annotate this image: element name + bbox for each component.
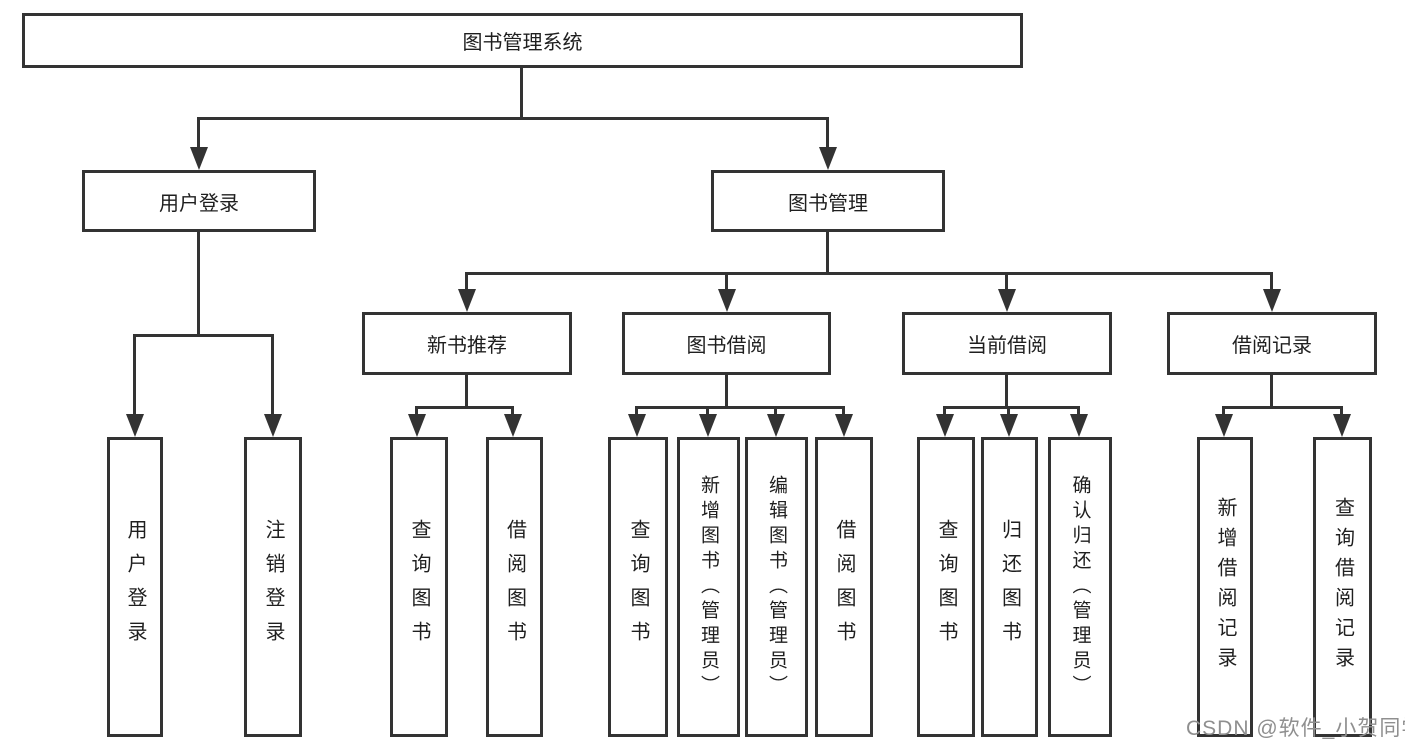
leaf-query-books-current: 查询图书 <box>917 437 975 737</box>
arrowhead-icon <box>718 289 736 312</box>
connector-records-trunk <box>1270 374 1273 408</box>
arrowhead-icon <box>699 414 717 437</box>
arrowhead-icon <box>190 147 208 170</box>
leaf-borrow-books-borrowing: 借阅图书 <box>815 437 873 737</box>
leaf-return-books: 归还图书 <box>981 437 1038 737</box>
arrowhead-icon <box>835 414 853 437</box>
connector-book-mgmt-trunk <box>826 231 829 274</box>
arrowhead-icon <box>1215 414 1233 437</box>
leaf-query-books-borrowing: 查询图书 <box>608 437 668 737</box>
connector-root-trunk <box>520 67 523 118</box>
connector-stem <box>706 406 709 416</box>
leaf-confirm-return-admin: 确认归还（管理员） <box>1048 437 1112 737</box>
connector-stem <box>133 334 136 416</box>
connector-stem <box>1005 272 1008 291</box>
connector-level2-bar <box>197 117 829 120</box>
node-book-borrowing: 图书借阅 <box>622 312 831 375</box>
connector-level3-bar <box>465 272 1273 275</box>
arrowhead-icon <box>936 414 954 437</box>
connector-stem <box>943 406 946 416</box>
leaf-user-login: 用户登录 <box>107 437 163 737</box>
node-library-management-system: 图书管理系统 <box>22 13 1023 68</box>
arrowhead-icon <box>1000 414 1018 437</box>
arrowhead-icon <box>767 414 785 437</box>
connector-stem <box>197 117 200 150</box>
connector-stem <box>465 272 468 291</box>
leaf-add-books-admin: 新增图书（管理员） <box>677 437 740 737</box>
connector-stem <box>1077 406 1080 416</box>
connector-user-login-trunk <box>197 231 200 336</box>
connector-stem <box>725 272 728 291</box>
leaf-edit-books-admin: 编辑图书（管理员） <box>745 437 808 737</box>
arrowhead-icon <box>408 414 426 437</box>
csdn-watermark: CSDN @软件_小贺同学 <box>1186 717 1405 740</box>
connector-current-trunk <box>1005 374 1008 408</box>
connector-stem <box>1270 272 1273 291</box>
connector-stem <box>635 406 638 416</box>
arrowhead-icon <box>1333 414 1351 437</box>
leaf-query-books-recommend: 查询图书 <box>390 437 448 737</box>
connector-recommend-trunk <box>465 374 468 408</box>
leaf-add-borrow-record: 新增借阅记录 <box>1197 437 1253 737</box>
arrowhead-icon <box>628 414 646 437</box>
connector-borrowing-trunk <box>725 374 728 408</box>
connector-stem <box>1340 406 1343 416</box>
arrowhead-icon <box>1070 414 1088 437</box>
arrowhead-icon <box>264 414 282 437</box>
connector-current-bar <box>943 406 1080 409</box>
arrowhead-icon <box>126 414 144 437</box>
node-current-borrowing: 当前借阅 <box>902 312 1112 375</box>
connector-user-login-bar <box>133 334 274 337</box>
leaf-borrow-books-recommend: 借阅图书 <box>486 437 543 737</box>
node-book-management-branch: 图书管理 <box>711 170 945 232</box>
connector-stem <box>1222 406 1225 416</box>
connector-stem <box>842 406 845 416</box>
node-new-book-recommendation: 新书推荐 <box>362 312 572 375</box>
connector-stem <box>774 406 777 416</box>
connector-records-bar <box>1222 406 1343 409</box>
node-borrowing-records: 借阅记录 <box>1167 312 1377 375</box>
arrowhead-icon <box>458 289 476 312</box>
arrowhead-icon <box>819 147 837 170</box>
leaf-logout: 注销登录 <box>244 437 302 737</box>
connector-stem <box>271 334 274 416</box>
node-user-login-branch: 用户登录 <box>82 170 316 232</box>
arrowhead-icon <box>504 414 522 437</box>
connector-borrowing-bar <box>635 406 845 409</box>
connector-stem <box>826 117 829 150</box>
connector-stem <box>415 406 418 416</box>
connector-stem <box>511 406 514 416</box>
connector-recommend-bar <box>415 406 514 409</box>
arrowhead-icon <box>1263 289 1281 312</box>
arrowhead-icon <box>998 289 1016 312</box>
leaf-query-borrow-record: 查询借阅记录 <box>1313 437 1372 737</box>
connector-stem <box>1007 406 1010 416</box>
